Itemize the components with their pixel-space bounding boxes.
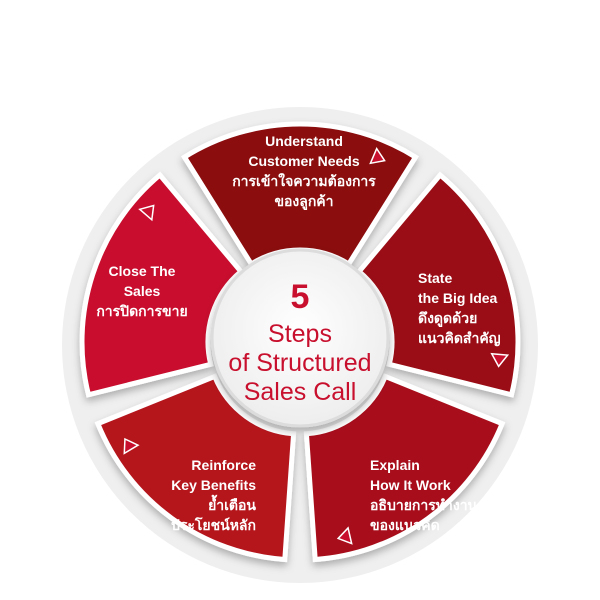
svg-text:Sales: Sales xyxy=(124,283,161,299)
segments-layer xyxy=(79,121,521,563)
svg-text:อธิบายการทำงาน: อธิบายการทำงาน xyxy=(370,497,478,513)
segment-state xyxy=(355,171,521,398)
segment-label-reinforce: Reinforce Key Benefits ย้ำเตือน ประโยชน์… xyxy=(171,457,256,533)
svg-text:Understand: Understand xyxy=(265,133,343,149)
svg-text:Customer Needs: Customer Needs xyxy=(248,153,359,169)
segment-label-state: State the Big Idea ดึงดูดด้วย แนวคิดสำคั… xyxy=(418,270,501,347)
center-line-2: of Structured xyxy=(228,349,371,377)
segment-explain xyxy=(303,373,506,563)
svg-text:Explain: Explain xyxy=(370,457,420,473)
segment-close xyxy=(79,171,245,398)
segment-label-understand: Understand Customer Needs การเข้าใจความต… xyxy=(232,133,376,210)
svg-text:Reinforce: Reinforce xyxy=(191,457,256,473)
segment-label-close: Close The Sales การปิดการขาย xyxy=(96,263,187,319)
svg-text:Key Benefits: Key Benefits xyxy=(171,477,256,493)
center-line-3: Sales Call xyxy=(244,378,357,406)
svg-text:ของแนวคิด: ของแนวคิด xyxy=(370,517,440,533)
svg-text:การเข้าใจความต้องการ: การเข้าใจความต้องการ xyxy=(232,172,376,189)
svg-text:Close The: Close The xyxy=(109,263,176,279)
segment-reinforce xyxy=(94,373,297,563)
direction-arrow-icon xyxy=(138,204,155,222)
center-circle xyxy=(210,248,390,428)
center-number: 5 xyxy=(291,278,310,316)
svg-text:ประโยชน์หลัก: ประโยชน์หลัก xyxy=(171,516,256,533)
direction-arrow-icon xyxy=(369,146,386,165)
svg-text:การปิดการขาย: การปิดการขาย xyxy=(96,303,187,319)
svg-text:ย้ำเตือน: ย้ำเตือน xyxy=(208,494,256,513)
svg-text:แนวคิดสำคัญ: แนวคิดสำคัญ xyxy=(418,330,501,347)
direction-arrow-icon xyxy=(336,526,353,545)
svg-text:the Big Idea: the Big Idea xyxy=(418,290,498,306)
svg-text:ดึงดูดด้วย: ดึงดูดด้วย xyxy=(418,310,477,327)
svg-text:How It Work: How It Work xyxy=(370,477,451,493)
segment-label-explain: Explain How It Work อธิบายการทำงาน ของแน… xyxy=(370,457,478,533)
arrows-layer xyxy=(123,146,510,545)
direction-arrow-icon xyxy=(490,352,510,368)
svg-text:State: State xyxy=(418,270,452,286)
direction-arrow-icon xyxy=(123,437,140,455)
center-line-1: Steps xyxy=(268,320,332,348)
svg-text:ของลูกค้า: ของลูกค้า xyxy=(274,193,333,210)
